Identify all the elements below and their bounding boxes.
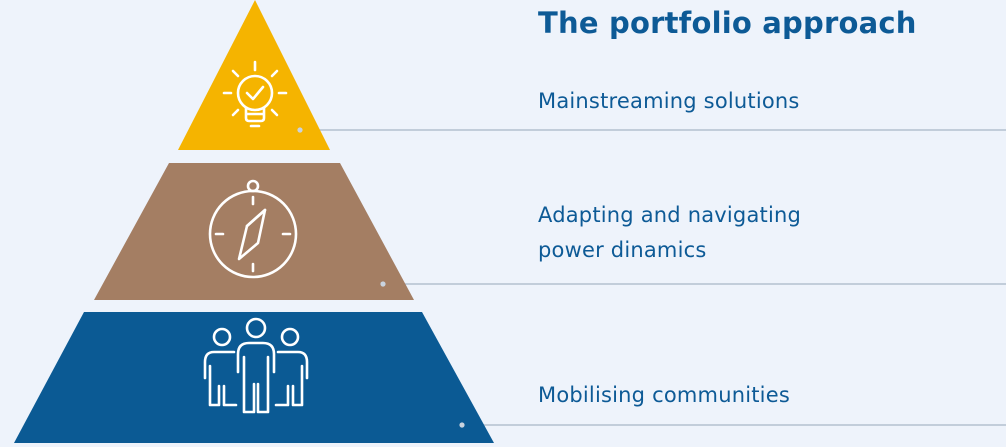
level-label-mobilising: Mobilising communities — [538, 378, 790, 413]
compass-icon — [208, 179, 298, 279]
diagram-title: The portfolio approach — [538, 6, 917, 40]
level-label-line: Adapting and navigating — [538, 203, 802, 227]
pyramid-tier-middle — [94, 163, 414, 300]
level-label-mainstreaming: Mainstreaming solutions — [538, 84, 800, 119]
lightbulb-check-icon — [222, 60, 288, 128]
people-group-icon — [203, 317, 309, 414]
pyramid-tier-bottom — [14, 312, 494, 443]
connector-bottom-dot-overlay — [459, 422, 465, 428]
level-label-line: Mainstreaming solutions — [538, 89, 800, 113]
connector-middle-dot-overlay — [380, 281, 386, 287]
level-label-line: power dinamics — [538, 238, 707, 262]
connector-top-dot-overlay — [297, 127, 303, 133]
level-label-adapting: Adapting and navigating power dinamics — [538, 198, 801, 268]
level-label-line: Mobilising communities — [538, 383, 790, 407]
